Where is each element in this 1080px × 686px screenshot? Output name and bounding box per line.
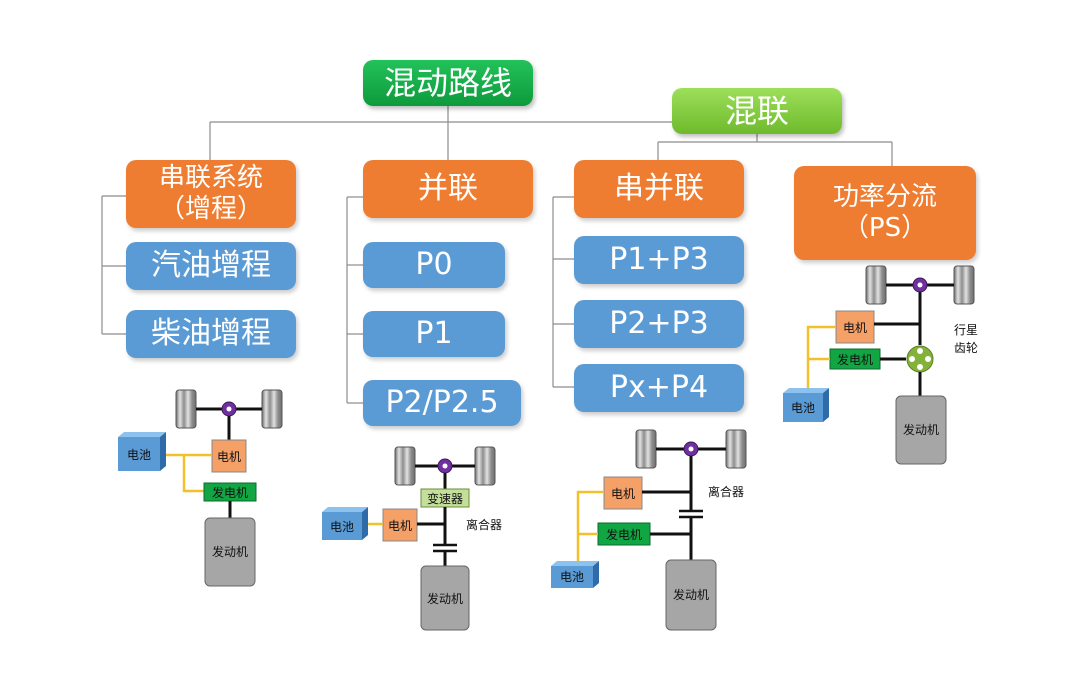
wheel-icon	[865, 265, 887, 305]
clutch-label: 离合器	[466, 517, 502, 532]
power-split-title-line1: 功率分流	[832, 181, 937, 212]
parallel-node: 并联	[363, 160, 533, 218]
battery-label: 电池	[560, 570, 584, 584]
wheel-icon	[953, 265, 975, 305]
engine-label: 发动机	[427, 591, 463, 606]
wheel-icon	[635, 429, 657, 469]
motor-block	[603, 476, 643, 510]
battery-label: 电池	[127, 448, 151, 462]
power-split-schematic: 电机 发电机 行星 齿轮 发动机 电池	[783, 265, 978, 465]
gearbox-label: 变速器	[427, 491, 463, 506]
series-parallel-schematic: 离合器 电机 发电机 电池 发动机	[551, 429, 747, 631]
generator-label: 发电机	[606, 527, 642, 542]
battery-block	[322, 512, 362, 540]
planetary-label-line1: 行星	[954, 323, 978, 337]
power-split-title-line2: （PS）	[842, 213, 928, 243]
generator-label: 发电机	[837, 352, 873, 367]
motor-block	[382, 508, 418, 542]
motor-label: 电机	[217, 450, 241, 464]
engine-block	[665, 559, 717, 631]
motor-block	[211, 439, 247, 473]
parallel-item-p2: P2/P2.5	[363, 380, 521, 426]
series-parallel-item-pxp4: Px+P4	[574, 364, 744, 412]
series-parallel-item-p2p3: P2+P3	[574, 300, 744, 348]
parallel-item-p0: P0	[363, 242, 505, 288]
hybrid-node: 混联	[672, 88, 842, 134]
generator-label: 发电机	[212, 485, 248, 500]
battery-label: 电池	[330, 520, 354, 534]
battery-block	[551, 566, 593, 588]
motor-label: 电机	[388, 519, 412, 533]
engine-block	[895, 395, 947, 465]
root-node-hybrid-routes: 混动路线	[363, 60, 533, 106]
engine-label: 发动机	[903, 422, 939, 437]
series-system-node: 串联系统 （增程）	[126, 160, 296, 228]
battery-label: 电池	[791, 401, 815, 415]
battery-block	[783, 393, 823, 422]
series-schematic: 电机 电池 发电机 发动机	[118, 389, 283, 587]
series-title-line2: （增程）	[158, 194, 263, 224]
planetary-label-line2: 齿轮	[954, 341, 978, 355]
motor-label: 电机	[843, 321, 867, 335]
motor-label: 电机	[611, 487, 635, 501]
battery-block	[118, 437, 160, 471]
engine-label: 发动机	[673, 587, 709, 602]
series-parallel-item-p1p3: P1+P3	[574, 236, 744, 284]
parallel-schematic: 变速器 离合器 电机 电池 发动机	[322, 446, 502, 631]
power-split-node: 功率分流 （PS）	[794, 166, 976, 260]
engine-block	[420, 565, 470, 631]
series-parallel-node: 串并联	[574, 160, 744, 218]
parallel-item-p1: P1	[363, 311, 505, 357]
wheel-icon	[394, 446, 416, 486]
clutch-label: 离合器	[708, 484, 744, 499]
series-item-diesel: 柴油增程	[126, 310, 296, 358]
series-item-gasoline: 汽油增程	[126, 242, 296, 290]
engine-block	[204, 517, 256, 587]
wheel-icon	[474, 446, 496, 486]
wheel-icon	[175, 389, 197, 429]
wheel-icon	[725, 429, 747, 469]
series-title-line1: 串联系统	[158, 162, 263, 193]
engine-label: 发动机	[212, 544, 248, 559]
wheel-icon	[261, 389, 283, 429]
